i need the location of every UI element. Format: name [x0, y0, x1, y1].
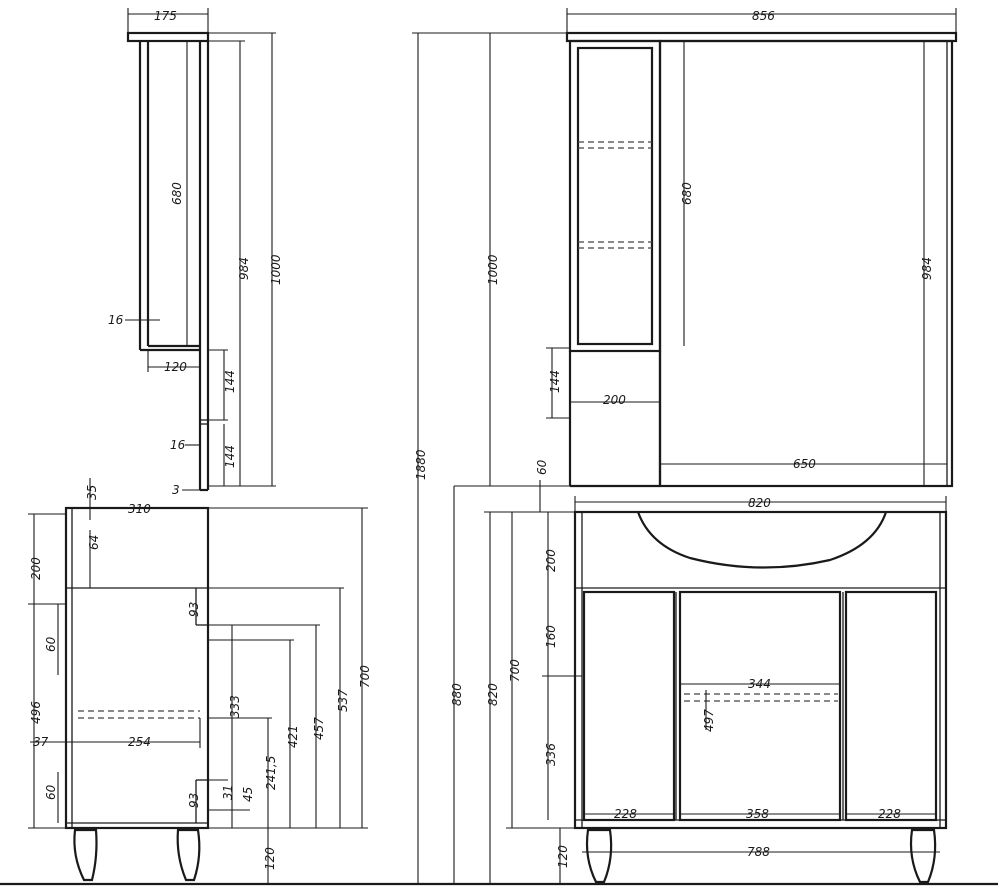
dim-label: 120: [164, 360, 187, 374]
dim-label: 228: [878, 807, 901, 821]
dim-label: 333: [228, 695, 242, 718]
dim-label: 241,5: [264, 756, 278, 790]
dim-label: 3: [172, 483, 180, 497]
dim-label: 336: [544, 743, 558, 766]
vanity-door-left: [582, 590, 676, 822]
dim-label: 680: [170, 182, 184, 205]
dim-label: 60: [44, 636, 58, 652]
dim-label: 820: [486, 683, 500, 706]
dim-label: 93: [187, 602, 201, 617]
dim-label: 856: [752, 9, 775, 23]
vanity-door-center: [678, 590, 842, 822]
dim-label: 144: [548, 370, 562, 393]
dim-label: 120: [556, 845, 570, 868]
dim-label: 254: [128, 735, 151, 749]
front-view-upper-cabinet: [565, 31, 958, 488]
dim-label: 64: [87, 535, 101, 550]
dim-label: 175: [154, 9, 177, 23]
side-view-vanity: [64, 506, 210, 882]
dim-label: 93: [187, 793, 201, 808]
dim-label: 1000: [269, 254, 283, 285]
dim-label: 31: [221, 785, 235, 800]
dim-label: 144: [223, 445, 237, 468]
dim-label: 984: [237, 257, 251, 280]
dim-label: 200: [544, 549, 558, 572]
dim-label: 358: [746, 807, 769, 821]
dim-label: 37: [33, 735, 49, 749]
front-view-vanity-dimensions: 820 880 820 700 200 160 336 344 497 228 …: [450, 486, 947, 884]
dim-label: 16: [170, 438, 186, 452]
front-view-vanity: [573, 510, 948, 884]
dim-label: 1880: [414, 449, 428, 480]
dim-label: 650: [793, 457, 816, 471]
front-view-upper-dimensions: 856 1000 680 984 144 200 650 1880 60: [412, 8, 957, 884]
vanity-door-right: [844, 590, 938, 822]
vanity-leg: [73, 828, 98, 882]
dim-label: 200: [29, 557, 43, 580]
dim-label: 497: [702, 709, 716, 732]
dim-label: 60: [44, 784, 58, 800]
dim-label: 120: [263, 847, 277, 870]
dim-label: 344: [748, 677, 771, 691]
dim-label: 45: [241, 787, 255, 802]
dim-label: 496: [29, 701, 43, 724]
dim-label: 228: [614, 807, 637, 821]
dim-label: 820: [748, 496, 771, 510]
dim-label: 421: [286, 725, 300, 748]
dim-label: 457: [312, 717, 326, 740]
dim-label: 35: [85, 485, 99, 500]
dim-label: 1000: [486, 254, 500, 285]
dim-label: 310: [128, 502, 151, 516]
dim-label: 700: [508, 659, 522, 682]
vanity-leg: [585, 828, 613, 884]
vanity-leg: [909, 828, 937, 884]
dim-label: 60: [535, 459, 549, 475]
side-view-vanity-dimensions: 35 310 64 200 93 60 496 37 254 333: [28, 478, 372, 884]
vanity-leg: [176, 828, 201, 882]
dim-label: 700: [358, 665, 372, 688]
side-view-upper-cabinet: [126, 31, 210, 492]
dim-label: 160: [544, 625, 558, 648]
dim-label: 984: [920, 257, 934, 280]
dim-label: 880: [450, 683, 464, 706]
sink-basin: [636, 511, 888, 569]
dim-label: 144: [223, 370, 237, 393]
dim-label: 680: [680, 182, 694, 205]
side-view-upper-dimensions: 175 680 984 1000 16 120 144 16 144 3: [108, 8, 283, 497]
dim-label: 16: [108, 313, 124, 327]
dim-label: 537: [336, 689, 350, 712]
dim-label: 200: [603, 393, 626, 407]
dim-label: 788: [747, 845, 770, 859]
